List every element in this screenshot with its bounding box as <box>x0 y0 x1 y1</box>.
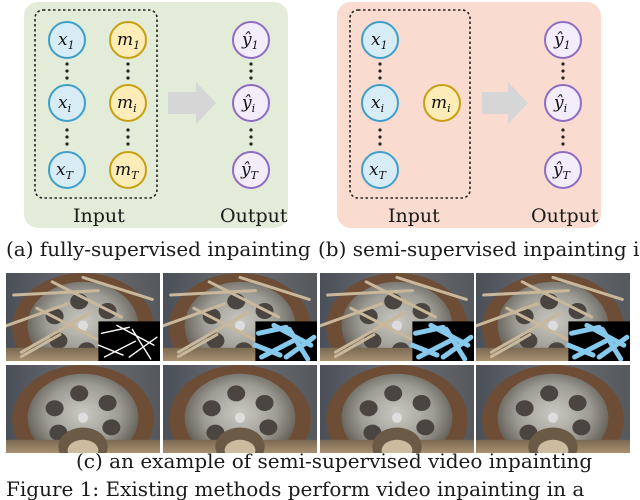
node-x-T: xT <box>361 151 399 189</box>
node-label: ŷ <box>552 160 563 180</box>
svg-text:ŷi: ŷi <box>553 93 567 115</box>
node-label: x <box>369 160 379 180</box>
svg-text:x1: x1 <box>58 30 75 52</box>
node-label: x <box>56 160 66 180</box>
node-x-T: xT <box>48 151 86 189</box>
svg-text:mi: mi <box>117 93 137 115</box>
output-label: Output <box>531 205 599 227</box>
svg-text:mT: mT <box>115 160 140 182</box>
panel-semi-supervised: x1 xi xT mi ŷ1 ŷi ŷT <box>337 2 601 228</box>
svg-text:ŷT: ŷT <box>552 160 572 182</box>
node-label: ŷ <box>553 93 564 113</box>
svg-text:xT: xT <box>369 160 388 182</box>
node-label: ŷ <box>553 30 564 50</box>
node-x-i: xi <box>361 84 399 122</box>
svg-text:ŷ1: ŷ1 <box>553 30 571 52</box>
panel-a-input-group-border <box>34 9 158 199</box>
arrow-right-icon <box>482 82 528 124</box>
svg-text:ŷT: ŷT <box>240 160 260 182</box>
node-label: m <box>115 160 131 180</box>
node-x-1: x1 <box>361 21 399 59</box>
svg-text:x1: x1 <box>371 30 388 52</box>
node-y-1: ŷ1 <box>232 21 270 59</box>
svg-text:xT: xT <box>56 160 75 182</box>
node-label: ŷ <box>241 93 252 113</box>
svg-text:mi: mi <box>431 93 451 115</box>
node-m-i: mi <box>109 84 147 122</box>
node-label: x <box>371 30 381 50</box>
svg-text:xi: xi <box>371 93 384 115</box>
panel-b-background <box>337 2 601 228</box>
node-x-i: xi <box>48 84 86 122</box>
caption-b: (b) semi-supervised inpainting in e <box>318 237 640 261</box>
video-frame <box>163 365 317 453</box>
node-y-1: ŷ1 <box>544 21 582 59</box>
video-frame <box>320 273 474 361</box>
node-y-T: ŷT <box>232 151 270 189</box>
ellipsis-dots <box>378 62 565 146</box>
figure-caption: Figure 1: Existing methods perform video… <box>6 477 584 500</box>
node-y-i: ŷi <box>544 84 582 122</box>
video-frame <box>163 273 317 361</box>
svg-text:ŷ1: ŷ1 <box>241 30 259 52</box>
node-label: m <box>431 93 447 113</box>
video-frame <box>6 365 160 453</box>
panel-a-background <box>24 2 288 228</box>
arrow-right-icon <box>168 82 216 124</box>
node-m-T: mT <box>109 151 147 189</box>
video-frame <box>476 273 630 361</box>
node-label: x <box>58 93 68 113</box>
node-m-1: m1 <box>109 21 147 59</box>
node-label: m <box>117 30 133 50</box>
panel-b-input-group-border <box>349 9 471 199</box>
node-y-i: ŷi <box>232 84 270 122</box>
node-m-i: mi <box>423 84 461 122</box>
video-frames-grid <box>6 273 630 453</box>
caption-a: (a) fully-supervised inpainting <box>6 237 311 261</box>
node-label: ŷ <box>241 30 252 50</box>
input-label: Input <box>73 205 125 227</box>
panel-fully-supervised: x1 xi xT m1 mi mT ŷ1 ŷi <box>24 2 288 228</box>
node-label: ŷ <box>240 160 251 180</box>
input-label: Input <box>388 205 440 227</box>
video-frame <box>320 365 474 453</box>
node-label: x <box>58 30 68 50</box>
output-label: Output <box>220 205 288 227</box>
node-label: x <box>371 93 381 113</box>
ellipsis-dots <box>65 62 253 146</box>
svg-text:xi: xi <box>58 93 71 115</box>
svg-text:m1: m1 <box>117 30 140 52</box>
node-x-1: x1 <box>48 21 86 59</box>
video-frame <box>476 365 630 453</box>
caption-c: (c) an example of semi-supervised video … <box>76 449 592 473</box>
video-frame <box>6 273 160 361</box>
svg-text:ŷi: ŷi <box>241 93 255 115</box>
node-y-T: ŷT <box>544 151 582 189</box>
node-label: m <box>117 93 133 113</box>
